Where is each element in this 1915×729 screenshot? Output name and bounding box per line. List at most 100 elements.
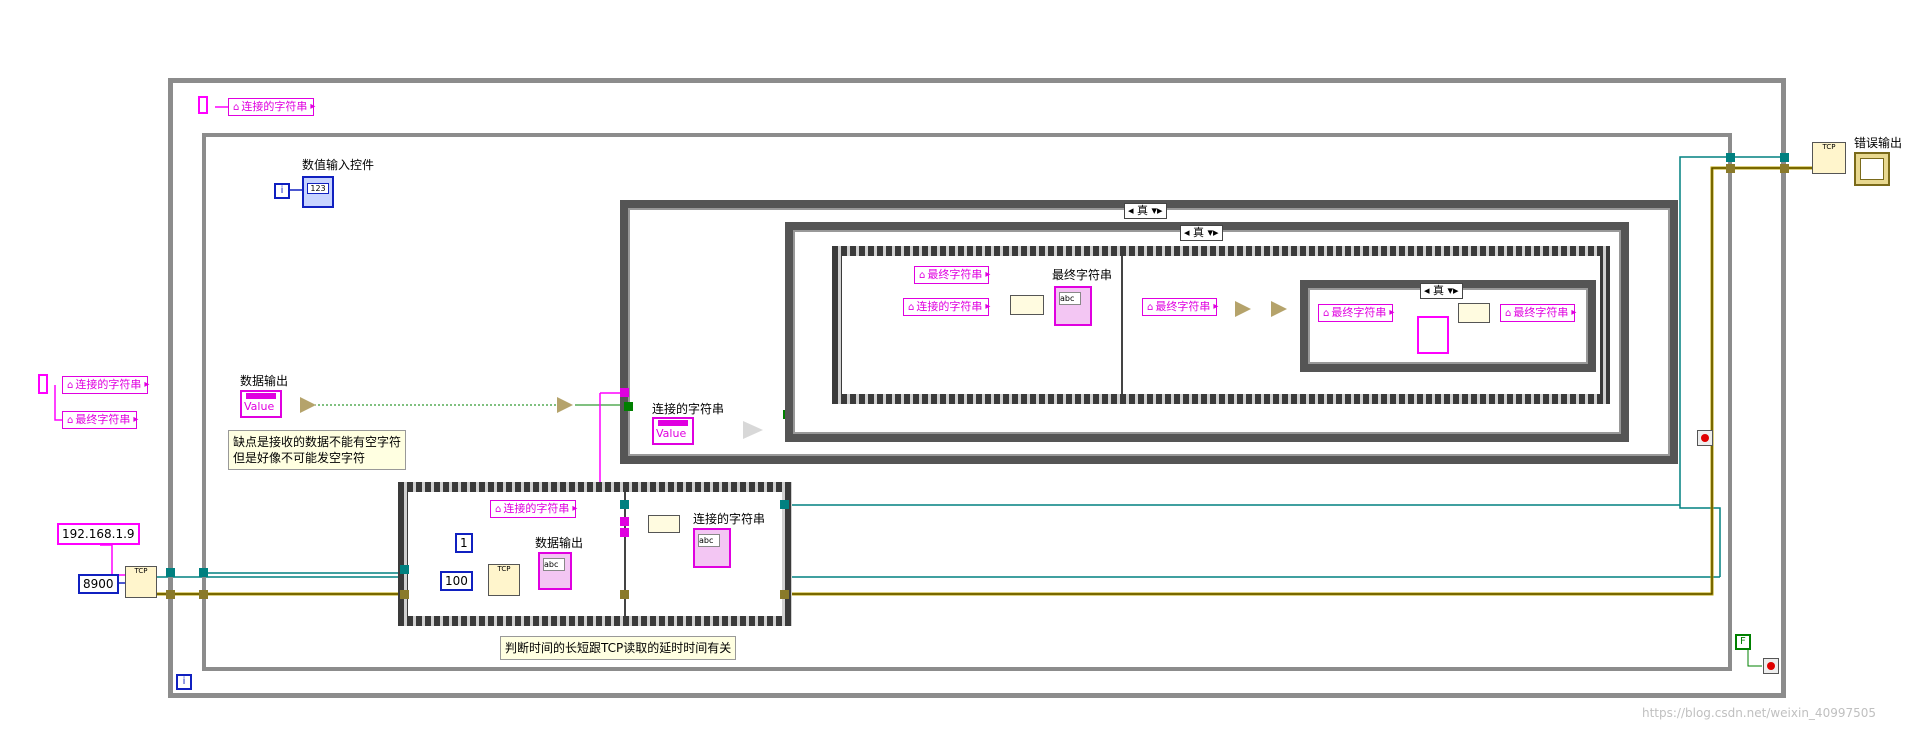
iteration-terminal-outer: i [176, 674, 192, 690]
equal-icon [743, 421, 763, 439]
local-final-string-frame2[interactable]: ⌂最终字符串 [1142, 298, 1219, 316]
concatenate-strings-icon-innermost[interactable] [1458, 303, 1490, 323]
home-icon: ⌂ [233, 102, 240, 113]
concat-string-value-node[interactable]: Value [652, 417, 694, 445]
sequence-divider-lower [624, 492, 626, 616]
case-label: 真 [1193, 226, 1205, 239]
error-wire-core [150, 167, 1830, 595]
comment-drawback: 缺点是接收的数据不能有空字符 但是好像不可能发空字符 [228, 430, 407, 470]
str-conn-local [54, 385, 62, 421]
local-concat-string-frame1[interactable]: ⌂连接的字符串 [903, 298, 991, 316]
tunnel-error-right-outer [1780, 164, 1789, 173]
string-indicator-text: abc [1059, 292, 1081, 305]
value-label: Value [656, 427, 687, 440]
home-icon: ⌂ [1323, 308, 1330, 319]
local-concat-string-seq[interactable]: ⌂连接的字符串 [490, 500, 578, 518]
concatenate-strings-icon-frame1[interactable] [1010, 295, 1044, 315]
tunnel-error-inner [199, 590, 208, 599]
data-output-label: 数据输出 [240, 374, 289, 388]
empty-string-check-icon-frame2 [1235, 301, 1251, 317]
error-output-label: 错误输出 [1854, 136, 1903, 150]
numeric-indicator-icon[interactable]: 123 [302, 176, 334, 208]
local-label: 连接的字符串 [916, 300, 983, 313]
home-icon: ⌂ [67, 415, 74, 426]
tunnel-seq-error-r [780, 590, 789, 599]
tunnel-seq-string-2 [620, 528, 629, 537]
local-concat-string-left[interactable]: ⌂连接的字符串 [62, 376, 150, 394]
tunnel-case-selector [624, 402, 633, 411]
value-label: Value [244, 400, 275, 413]
flat-sequence-lower[interactable] [398, 482, 792, 626]
tunnel-error-outer [166, 590, 175, 599]
local-final-string-left[interactable]: ⌂最终字符串 [62, 411, 139, 429]
local-label: 最终字符串 [927, 268, 983, 281]
false-constant[interactable]: F [1735, 634, 1751, 650]
local-label: 最终字符串 [1331, 306, 1387, 319]
final-string-indicator: abc [1054, 286, 1092, 326]
tunnel-seq-error [400, 590, 409, 599]
tcp-read-icon[interactable]: TCP [488, 564, 520, 596]
tunnel-tcp-right-inner [1726, 153, 1735, 162]
tunnel-case-string [620, 388, 629, 397]
home-icon: ⌂ [1147, 302, 1154, 313]
string-indicator-text: abc [543, 558, 565, 571]
home-icon: ⌂ [495, 504, 502, 515]
data-output-indicator: abc [538, 552, 572, 590]
error-output-cluster-icon [1854, 152, 1890, 186]
local-label: 连接的字符串 [241, 100, 308, 113]
port-constant[interactable]: 8900 [78, 574, 119, 594]
iteration-terminal-inner: i [274, 183, 290, 199]
concat-string-label-seq: 连接的字符串 [693, 512, 766, 526]
comment-line-1: 缺点是接收的数据不能有空字符 [233, 435, 402, 449]
stop-icon-outer[interactable] [1763, 658, 1779, 674]
concatenate-strings-icon[interactable] [648, 515, 680, 533]
numeric-input-label: 数值输入控件 [302, 158, 375, 172]
tunnel-seq-mid-err [620, 590, 629, 599]
case-selector-innermost[interactable]: ◂ 真 ▾▸ [1420, 283, 1463, 299]
string-control-stub-top[interactable] [198, 96, 208, 114]
tcp-close-text: TCP [1822, 143, 1836, 151]
data-output-value-node[interactable]: Value [240, 390, 282, 418]
home-icon: ⌂ [1505, 308, 1512, 319]
local-final-string-innermost-in[interactable]: ⌂最终字符串 [1318, 304, 1395, 322]
empty-string-check-icon [300, 397, 316, 413]
case-selector-inner[interactable]: ◂ 真 ▾▸ [1180, 225, 1223, 241]
final-string-label: 最终字符串 [1052, 268, 1113, 282]
tcp-open-icon[interactable]: TCP [125, 566, 157, 598]
local-final-string-innermost-out[interactable]: ⌂最终字符串 [1500, 304, 1577, 322]
count-constant[interactable]: 1 [455, 533, 473, 553]
num-wire-ip [100, 544, 125, 576]
home-icon: ⌂ [908, 302, 915, 313]
tunnel-seq-string [620, 517, 629, 526]
sequence-divider-inner [1121, 256, 1123, 394]
tcp-wire-up [1679, 156, 1780, 577]
home-icon: ⌂ [67, 380, 74, 391]
comment-line-2: 但是好像不可能发空字符 [233, 451, 366, 465]
empty-string-constant[interactable] [1417, 316, 1449, 354]
numeric-indicator-text: 123 [307, 183, 329, 194]
tunnel-seq-mid [620, 500, 629, 509]
watermark-text: https://blog.csdn.net/weixin_40997505 [1642, 706, 1877, 720]
local-concat-string-top[interactable]: ⌂连接的字符串 [228, 98, 316, 116]
concat-string-label-case: 连接的字符串 [652, 402, 725, 416]
ip-constant[interactable]: 192.168.1.9 [57, 523, 140, 545]
local-label: 连接的字符串 [75, 378, 142, 391]
local-final-string-frame1[interactable]: ⌂最终字符串 [914, 266, 991, 284]
not-icon-frame2 [1271, 301, 1287, 317]
tunnel-tcp-outer [166, 568, 175, 577]
local-label: 最终字符串 [1513, 306, 1569, 319]
case-label: 真 [1433, 284, 1445, 297]
tunnel-seq-tcp [400, 565, 409, 574]
stop-icon-inner[interactable] [1697, 430, 1713, 446]
tcp-close-icon[interactable]: TCP [1812, 142, 1846, 174]
not-icon [557, 397, 573, 413]
case-selector-outer[interactable]: ◂ 真 ▾▸ [1124, 203, 1167, 219]
timeout-constant[interactable]: 100 [440, 571, 473, 591]
tcp-open-text: TCP [134, 567, 148, 575]
while-loop-outer[interactable] [168, 78, 1786, 698]
while-loop-inner[interactable] [202, 133, 1732, 671]
tcp-read-text: TCP [497, 565, 511, 573]
tunnel-tcp-inner [199, 568, 208, 577]
string-control-stub-left[interactable] [38, 374, 48, 394]
home-icon: ⌂ [919, 270, 926, 281]
